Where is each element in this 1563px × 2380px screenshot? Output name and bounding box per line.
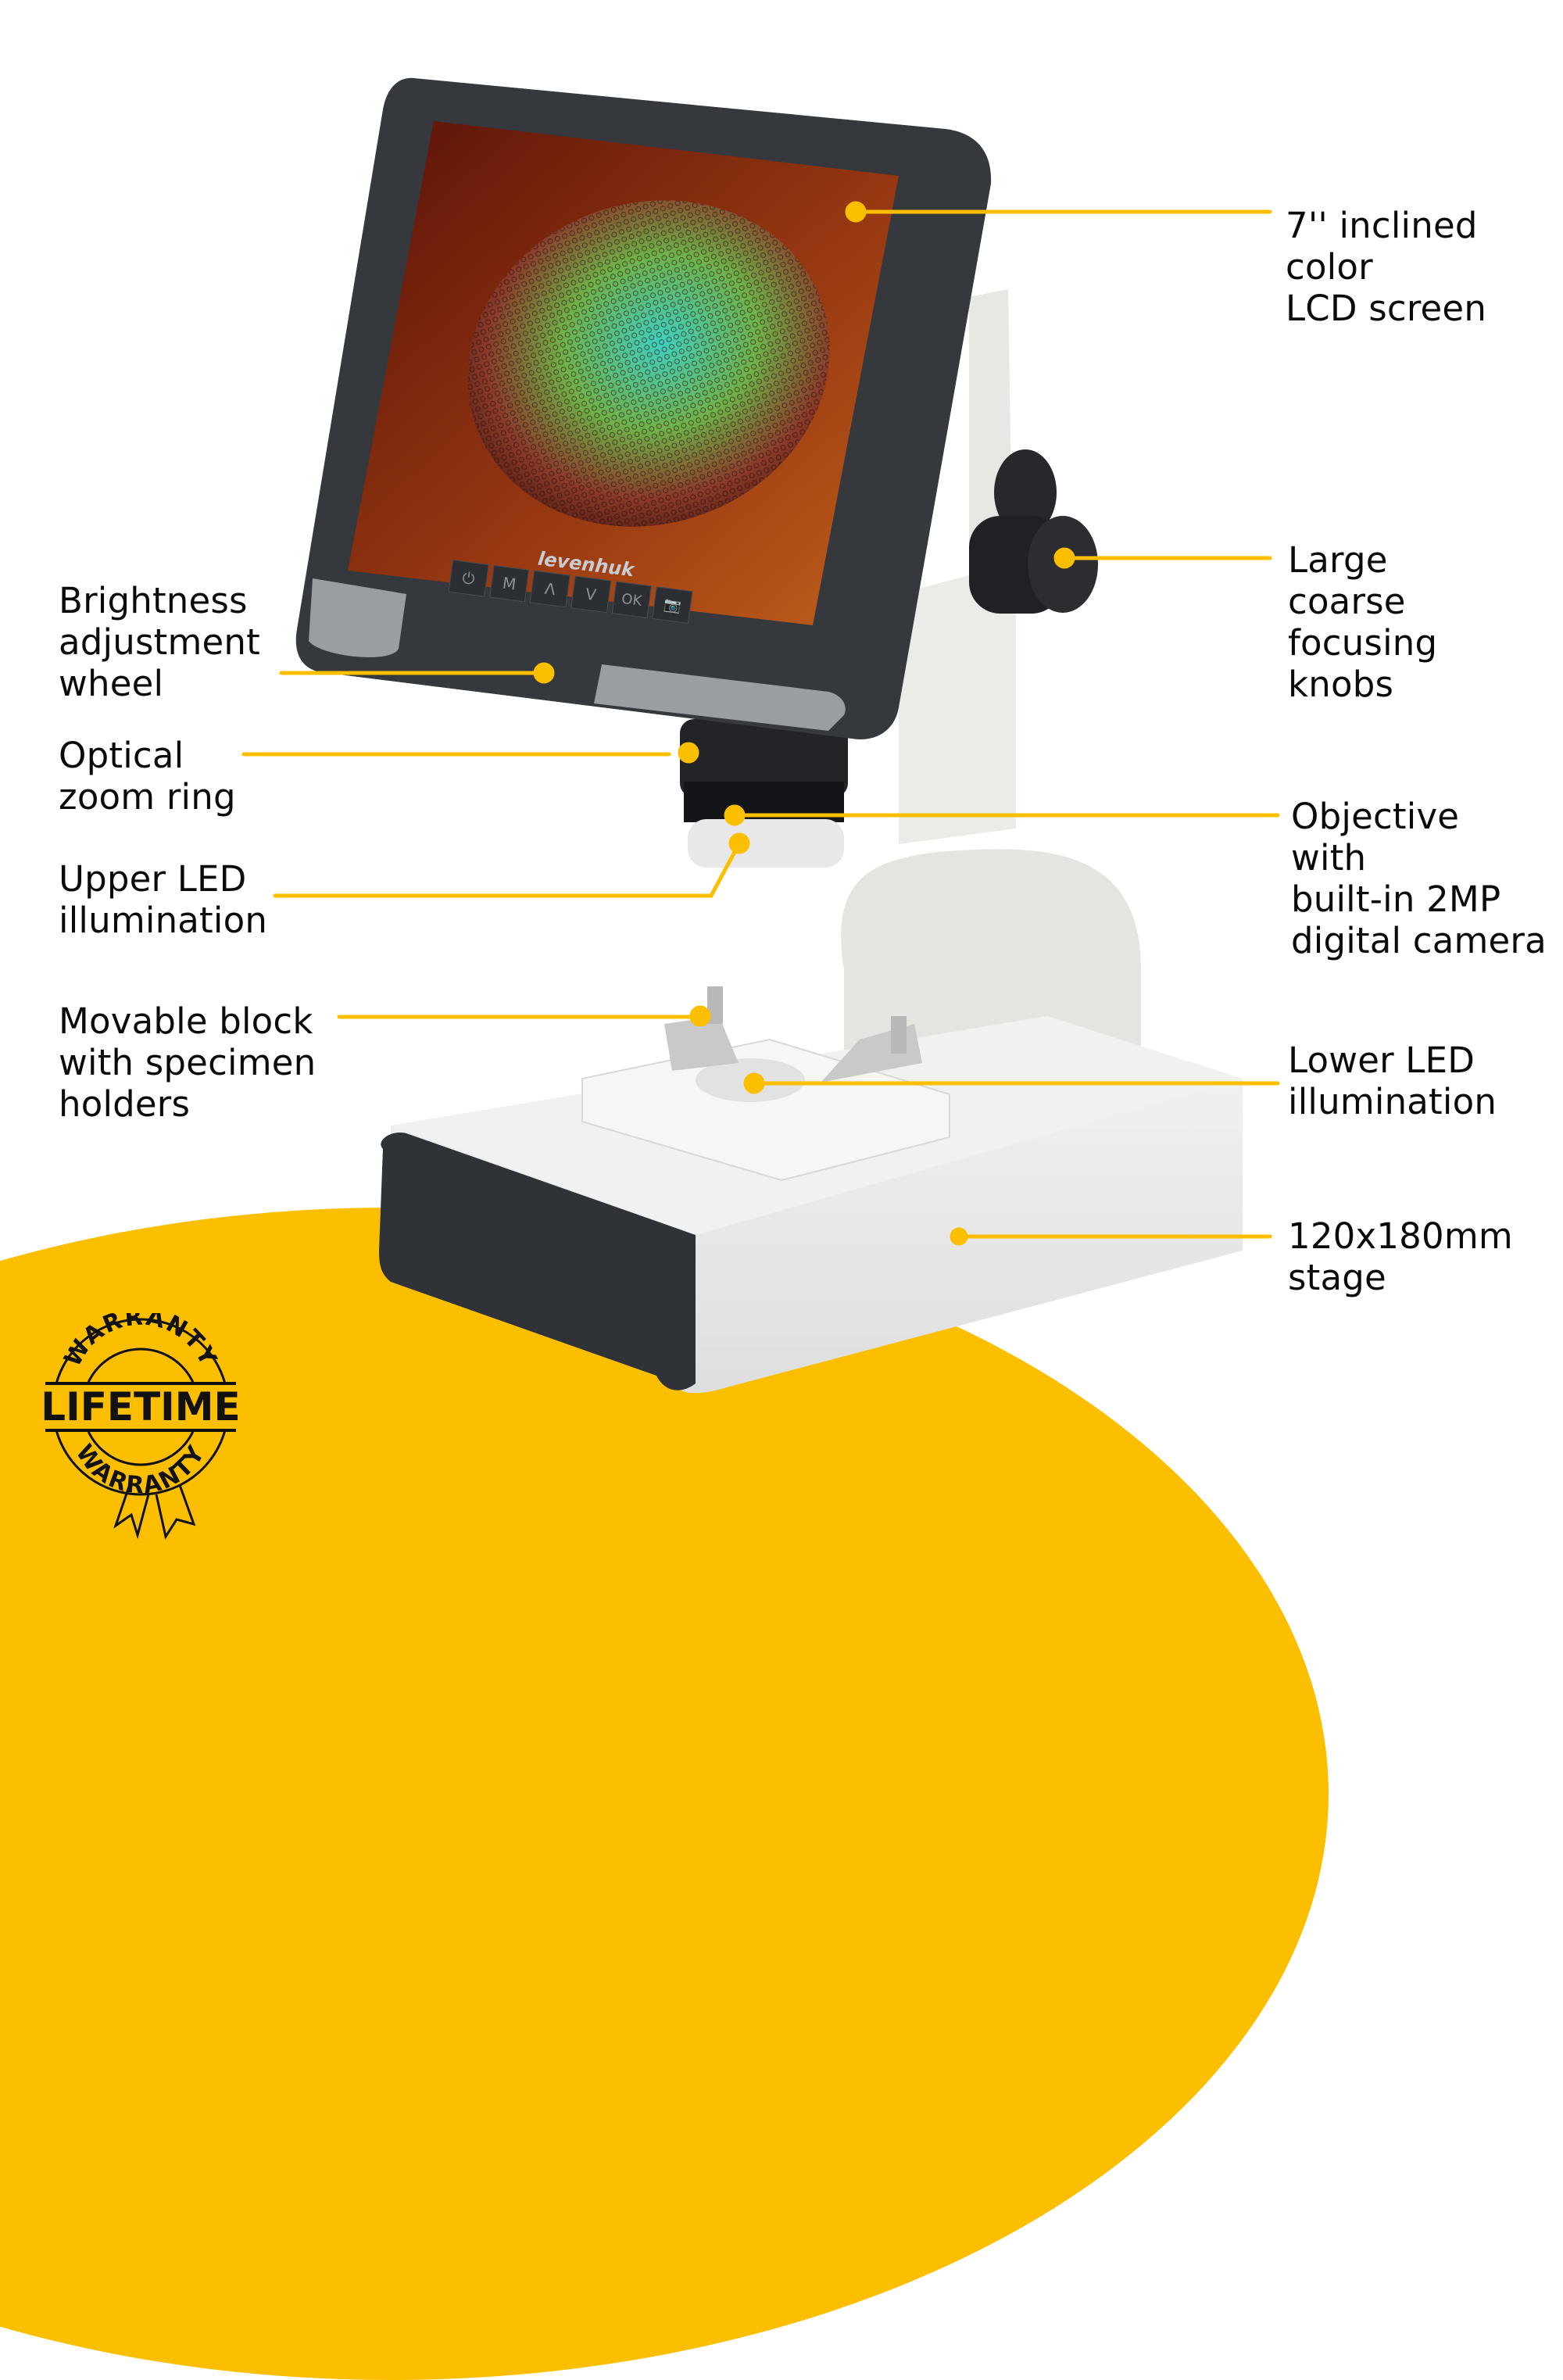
badge-middle-text: LIFETIME xyxy=(41,1384,240,1430)
label-stage: 120x180mm stage xyxy=(1288,1215,1513,1298)
lcd-pointer-dot xyxy=(845,201,867,223)
label-lcd-screen: 7'' inclined color LCD screen xyxy=(1286,205,1487,329)
label-focusing-knobs: Large coarse focusing knobs xyxy=(1288,539,1438,705)
label-objective: Objective with built-in 2MP digital came… xyxy=(1291,796,1547,961)
label-movable-block: Movable block with specimen holders xyxy=(59,1000,317,1125)
lower-led-pointer-dot xyxy=(743,1072,765,1094)
objective-pointer-dot xyxy=(724,804,746,826)
upper-led-pointer-dot xyxy=(728,832,750,854)
label-upper-led: Upper LED illumination xyxy=(59,858,268,941)
block-pointer-dot xyxy=(689,1005,711,1027)
callout-lines xyxy=(241,201,1280,1246)
label-lower-led: Lower LED illumination xyxy=(1288,1040,1497,1122)
svg-text:WARRANTY: WARRANTY xyxy=(70,1440,211,1500)
badge-top-text: WARRANTY xyxy=(59,1313,220,1372)
label-zoom-ring: Optical zoom ring xyxy=(59,735,236,818)
specimen-block xyxy=(581,986,950,1182)
zoom-pointer-dot xyxy=(678,742,699,764)
wheel-pointer-dot xyxy=(533,662,555,684)
lifetime-warranty-badge: WARRANTY LIFETIME WARRANTY xyxy=(41,1313,241,1540)
svg-text:WARRANTY: WARRANTY xyxy=(59,1313,222,1372)
stage-pointer-dot xyxy=(950,1227,968,1246)
objective-lens xyxy=(680,719,848,868)
label-brightness-wheel: Brightness adjustment wheel xyxy=(59,580,260,704)
knob-pointer-dot xyxy=(1053,547,1075,569)
badge-bottom-text: WARRANTY xyxy=(70,1440,209,1500)
